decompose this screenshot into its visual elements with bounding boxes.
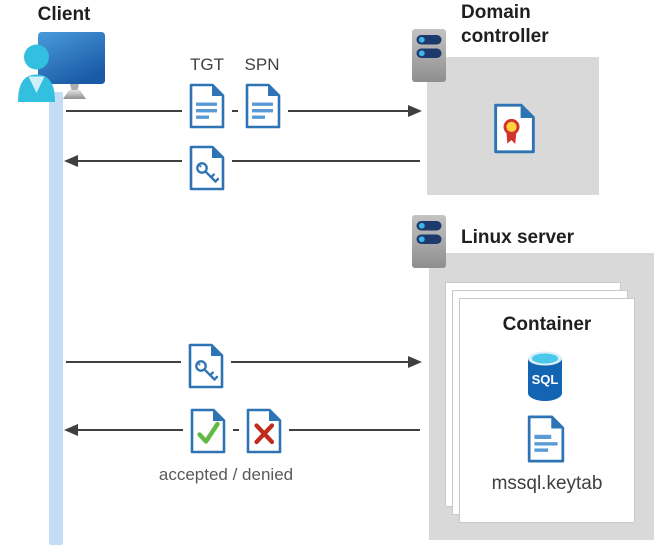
arrow-line-session-key-return <box>78 160 420 162</box>
tgt-document-icon <box>189 83 225 129</box>
monitor-icon <box>38 32 105 84</box>
sql-database-icon: SQL <box>528 351 562 401</box>
arrowhead-right-icon <box>408 356 422 368</box>
monitor-stand-base <box>63 90 86 99</box>
key-document-icon <box>189 145 225 191</box>
spn-document-icon <box>245 83 281 129</box>
server-icon <box>412 29 446 82</box>
client-label: Client <box>37 4 91 25</box>
denied-card <box>239 404 289 458</box>
session-key-card <box>182 141 232 195</box>
person-collar <box>28 76 45 93</box>
keytab-label: mssql.keytab <box>491 473 603 494</box>
check-document-icon <box>190 408 226 454</box>
accepted-denied-label: accepted / denied <box>158 465 294 484</box>
x-document-icon <box>246 408 282 454</box>
arrow-line-ticket-request <box>66 110 409 112</box>
arrowhead-left-icon <box>64 155 78 167</box>
sql-label: SQL <box>532 372 559 387</box>
accepted-card <box>183 404 233 458</box>
domain-controller-label: Domain controller <box>461 2 549 47</box>
keytab-document-icon <box>527 415 565 463</box>
arrowhead-left-icon <box>64 424 78 436</box>
tgt-label: TGT <box>190 55 224 74</box>
person-head <box>24 44 49 70</box>
client-lifeline <box>49 92 63 545</box>
spn-document-card <box>238 79 288 133</box>
user-workstation-icon <box>18 32 105 102</box>
arrowhead-right-icon <box>408 105 422 117</box>
certificate-icon <box>494 103 535 154</box>
arrow-line-key-to-server <box>66 361 409 363</box>
server-icon <box>412 215 446 268</box>
container-label: Container <box>502 314 592 335</box>
key-document-icon <box>188 343 224 389</box>
tgt-document-card <box>182 79 232 133</box>
container-page-front <box>459 298 635 523</box>
spn-label: SPN <box>244 55 280 74</box>
linux-server-label: Linux server <box>461 227 574 248</box>
session-key-card <box>181 339 231 393</box>
